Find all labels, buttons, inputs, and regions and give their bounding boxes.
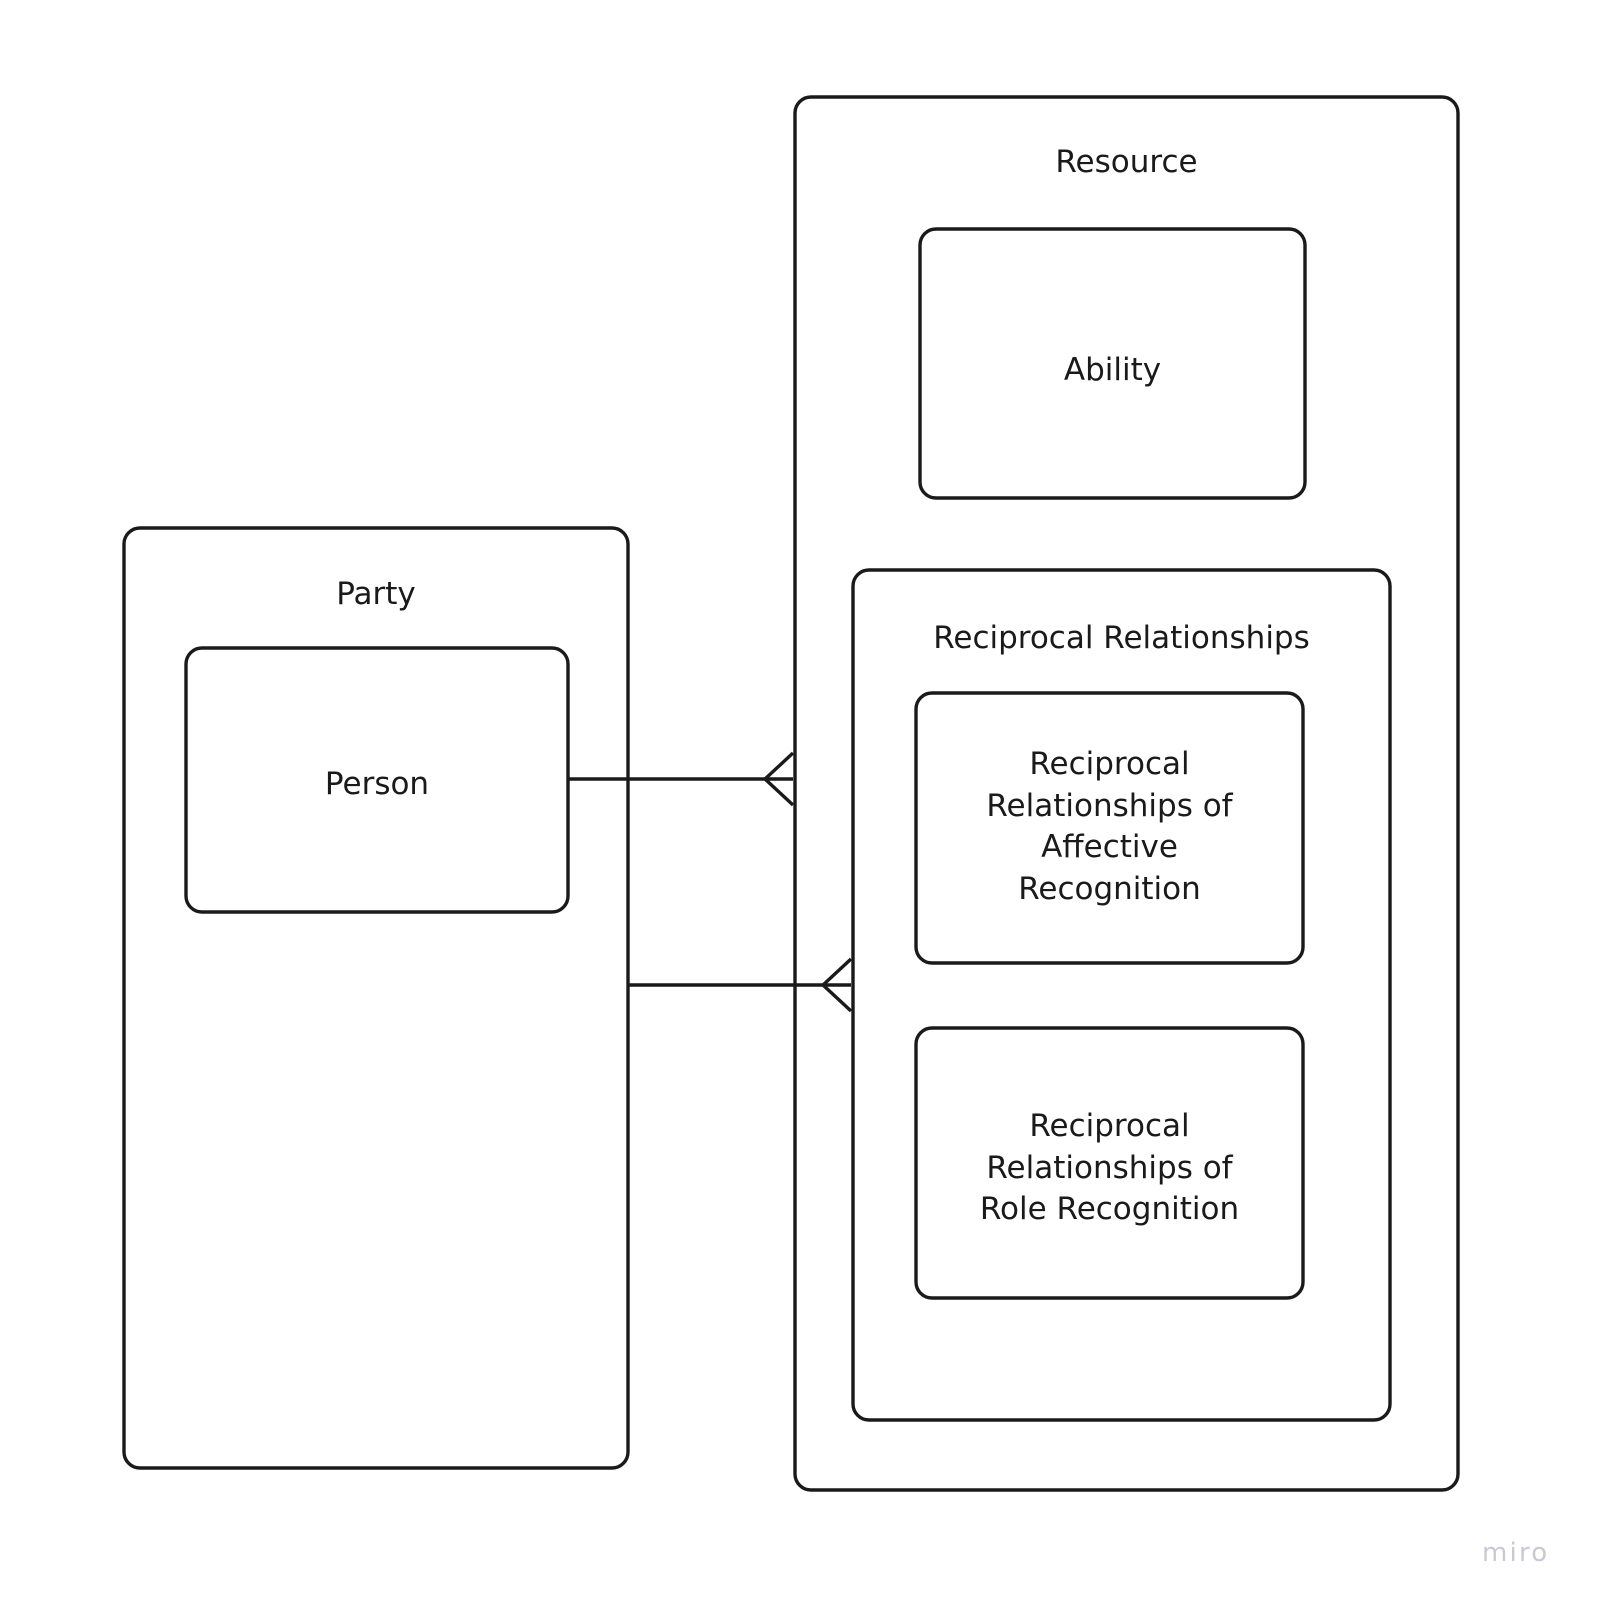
node-role-recognition-label: Reciprocal Relationships of Role Recogni… — [979, 1108, 1240, 1228]
group-party-label: Party — [336, 576, 416, 612]
miro-watermark: miro — [1482, 1538, 1550, 1568]
node-ability[interactable] — [918, 227, 1307, 500]
group-resource-label: Resource — [1055, 144, 1198, 180]
connector-party-to-reciprocal-relationships[interactable] — [628, 957, 853, 1013]
node-person-label: Person — [324, 766, 430, 802]
crows-foot-arrow-icon — [820, 957, 853, 1013]
connector-person-to-resource[interactable] — [568, 751, 795, 807]
crows-foot-arrow-icon — [762, 751, 795, 807]
group-reciprocal-relationships-label: Reciprocal Relationships — [933, 620, 1310, 656]
node-ability-label: Ability — [1063, 352, 1162, 388]
node-affective-recognition[interactable] — [914, 691, 1305, 965]
node-role-recognition[interactable] — [914, 1026, 1305, 1300]
node-affective-recognition-label: Reciprocal Relationships of Affective Re… — [986, 746, 1233, 907]
